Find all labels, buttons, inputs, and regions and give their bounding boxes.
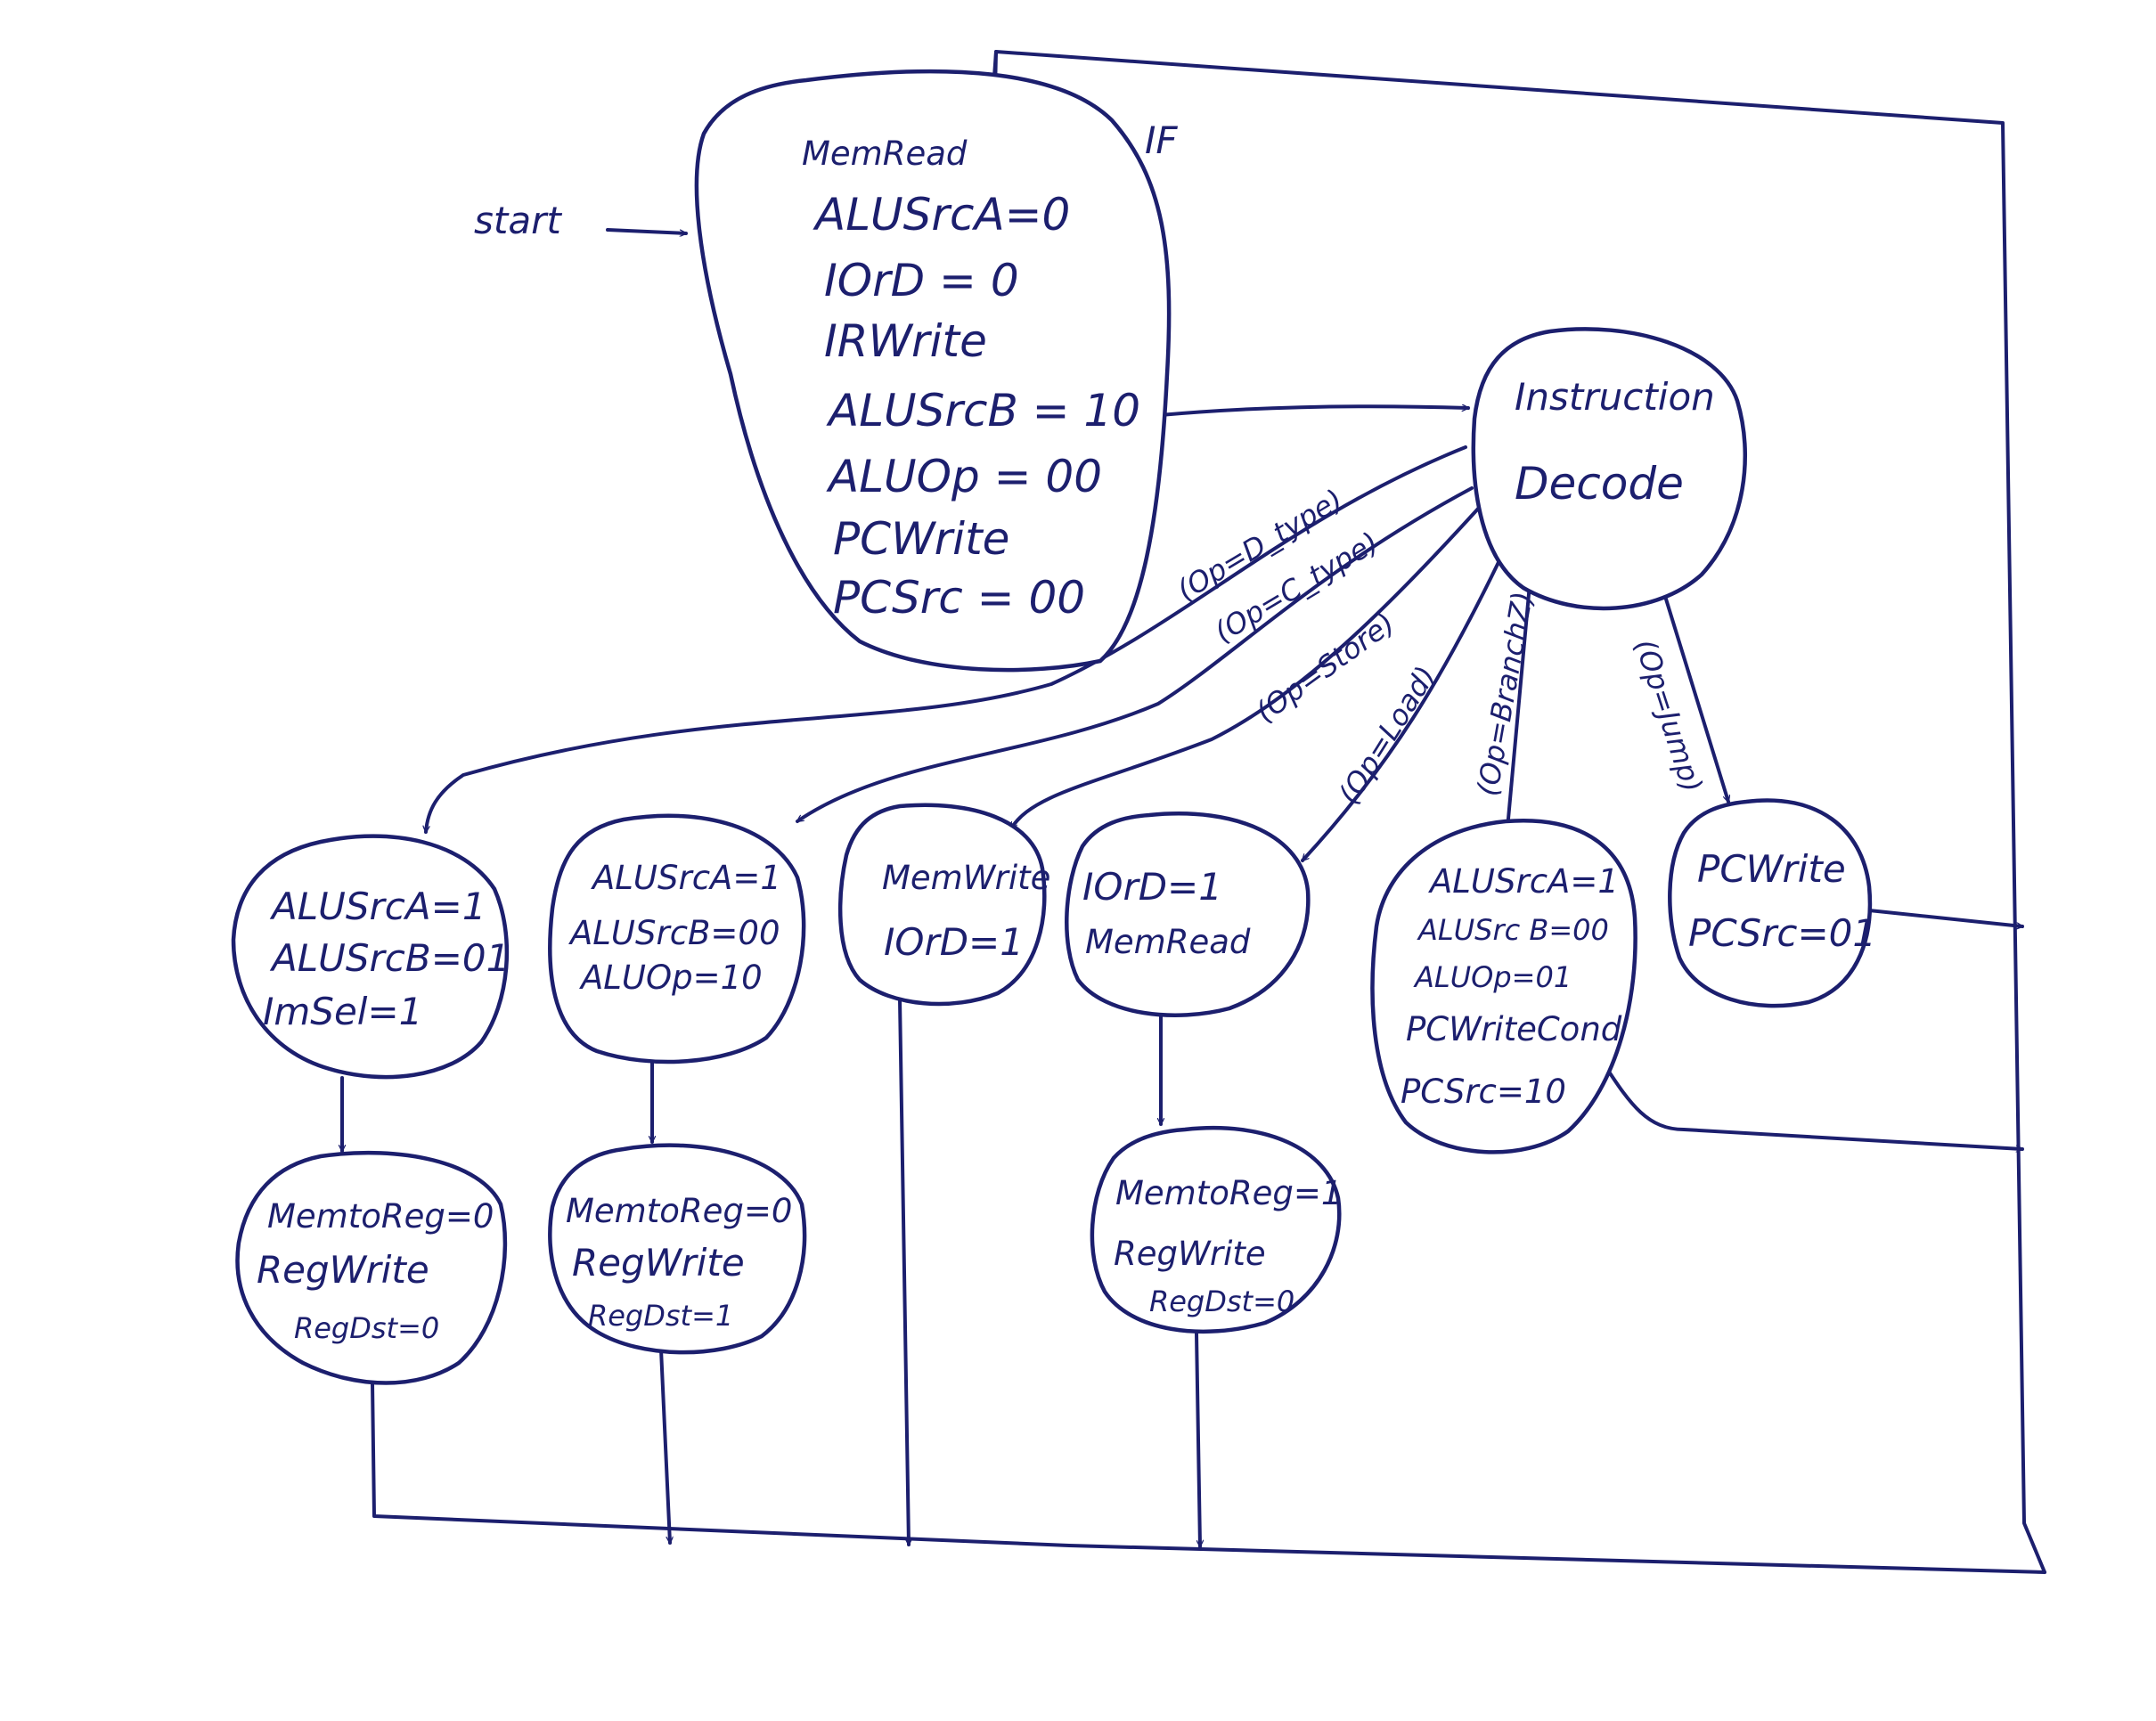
state-load: IOrD=1 MemRead — [1065, 812, 1311, 1017]
load-wb-line-2: RegWrite — [1114, 1235, 1266, 1273]
state-d-exec: ALUSrcA=1 ALUSrcB=01 ImSel=1 — [231, 834, 510, 1080]
state-decode: Instruction Decode — [1471, 327, 1747, 611]
state-branch: ALUSrcA=1 ALUSrc B=00 ALUOp=01 PCWriteCo… — [1370, 818, 1637, 1154]
load-wb-line-1: MemtoReg=1 — [1115, 1174, 1342, 1212]
jump-line-2: PCSrc=01 — [1688, 911, 1876, 955]
d-type-arrow — [426, 445, 1467, 834]
branch-line-1: ALUSrcA=1 — [1428, 862, 1619, 901]
label-branch: (Op=BranchZ) — [1470, 589, 1539, 798]
label-store: (Op=Store) — [1249, 606, 1401, 729]
fetch-line-4: IRWrite — [824, 315, 987, 367]
state-load-wb: MemtoReg=1 RegWrite RegDst=0 — [1090, 1125, 1342, 1334]
state-jump: PCWrite PCSrc=01 — [1668, 798, 1876, 1008]
jump-return-arrow — [1867, 909, 2024, 926]
fetch-line-5: ALUSrcB = 10 — [826, 385, 1140, 436]
store-arrow — [1009, 506, 1481, 830]
c-wb-line-2: RegWrite — [572, 1241, 745, 1285]
d-exec-line-1: ALUSrcA=1 — [269, 885, 486, 928]
jump-arrow — [1655, 568, 1728, 803]
fetch-line-6: ALUOp = 00 — [826, 451, 1102, 502]
state-d-wb: MemtoReg=0 RegWrite RegDst=0 — [235, 1150, 508, 1385]
fetch-line-3: IOrD = 0 — [824, 255, 1019, 306]
d-wb-line-1: MemtoReg=0 — [267, 1197, 494, 1236]
label-load: (Op=Load) — [1332, 660, 1443, 810]
c-exec-line-2: ALUSrcB=00 — [568, 914, 780, 952]
branch-line-5: PCSrc=10 — [1401, 1073, 1566, 1111]
state-c-wb: MemtoReg=0 RegWrite RegDst=1 — [548, 1143, 807, 1355]
load-wb-return-arrow — [1195, 1332, 1200, 1548]
load-wb-line-3: RegDst=0 — [1149, 1285, 1294, 1318]
branch-return-arrow — [1604, 1064, 2024, 1149]
load-line-1: IOrD=1 — [1082, 865, 1222, 909]
decode-line-2: Decode — [1515, 458, 1684, 510]
decode-line-1: Instruction — [1515, 375, 1715, 419]
branch-arrow — [1507, 573, 1532, 830]
c-wb-line-1: MemtoReg=0 — [566, 1192, 792, 1230]
d-wb-return-wire — [371, 1381, 2046, 1574]
store-return-arrow — [898, 998, 909, 1546]
jump-line-1: PCWrite — [1697, 847, 1846, 891]
state-store: MemWrite IOrD=1 — [837, 803, 1050, 1007]
start-label: start — [474, 199, 562, 242]
fetch-line-8: PCSrc = 00 — [833, 572, 1085, 624]
load-arrow — [1301, 555, 1503, 862]
store-line-2: IOrD=1 — [884, 920, 1024, 964]
branch-line-4: PCWriteCond — [1406, 1010, 1622, 1048]
c-exec-line-3: ALUOp=10 — [579, 958, 763, 997]
fetch-to-decode-arrow — [1158, 406, 1470, 417]
c-type-arrow — [796, 486, 1474, 823]
branch-line-2: ALUSrc B=00 — [1417, 913, 1609, 947]
label-jump: (Op=Jump) — [1628, 635, 1709, 796]
state-fetch: IF MemRead ALUSrcA=0 IOrD = 0 IRWrite AL… — [694, 69, 1178, 673]
fetch-tag: IF — [1145, 118, 1178, 162]
c-exec-line-1: ALUSrcA=1 — [591, 859, 781, 897]
fetch-line-7: PCWrite — [833, 513, 1009, 565]
state-c-exec: ALUSrcA=1 ALUSrcB=00 ALUOp=10 — [548, 813, 806, 1064]
d-exec-line-2: ALUSrcB=01 — [269, 936, 510, 980]
d-exec-line-3: ImSel=1 — [263, 990, 422, 1033]
c-wb-line-3: RegDst=1 — [588, 1299, 733, 1333]
start-arrow — [606, 228, 688, 233]
c-wb-return-arrow — [659, 1348, 670, 1545]
d-wb-line-3: RegDst=0 — [294, 1311, 439, 1345]
branch-line-3: ALUOp=01 — [1413, 960, 1572, 994]
d-wb-line-2: RegWrite — [257, 1248, 429, 1292]
fetch-line-2: ALUSrcA=0 — [813, 189, 1070, 241]
load-line-2: MemRead — [1085, 923, 1251, 961]
fetch-line-1: MemRead — [802, 135, 968, 173]
transition-wires — [342, 50, 2046, 1574]
store-line-1: MemWrite — [882, 859, 1050, 897]
